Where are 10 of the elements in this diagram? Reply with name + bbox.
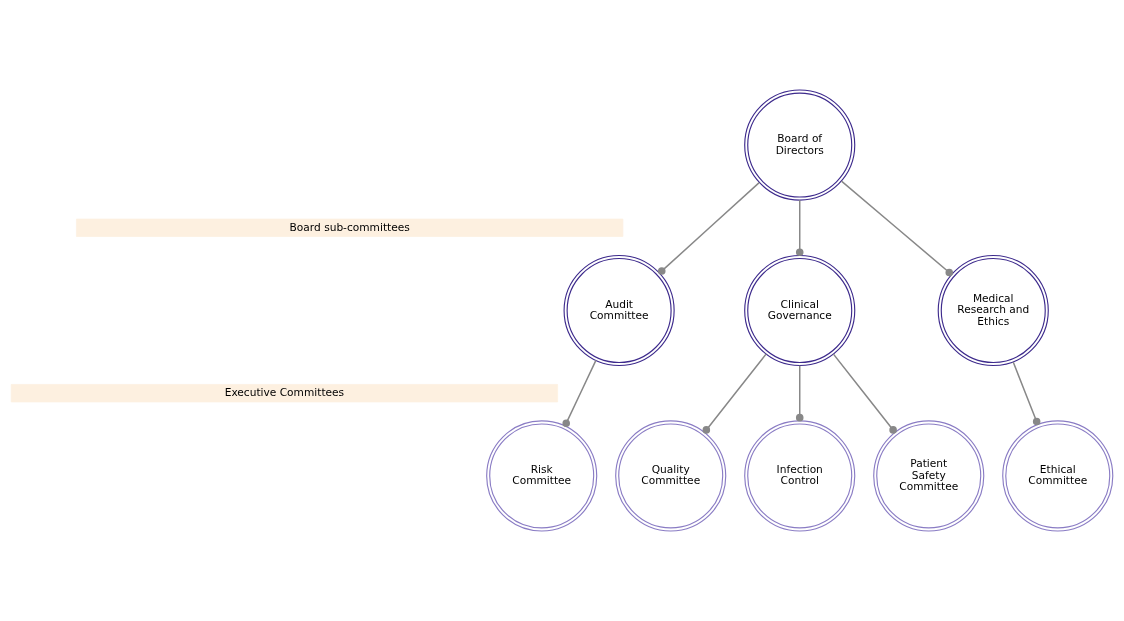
connector xyxy=(702,353,767,434)
connector xyxy=(1012,361,1041,426)
connector xyxy=(840,180,954,277)
node-box: Executive Committees xyxy=(10,384,558,403)
connector xyxy=(832,353,897,434)
node-box: Board sub-committees xyxy=(76,218,624,237)
connector xyxy=(795,199,804,256)
connector xyxy=(562,359,597,428)
connector xyxy=(657,181,760,275)
connector xyxy=(795,364,804,422)
